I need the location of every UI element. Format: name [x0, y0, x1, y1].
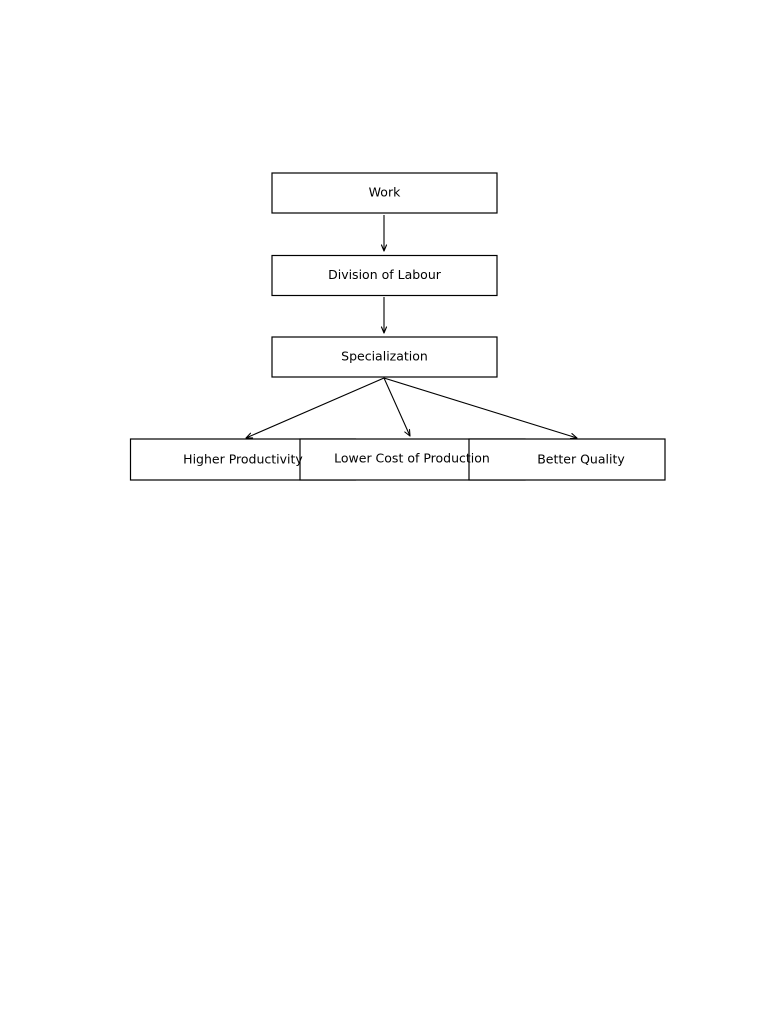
edge-specialization-to-quality [383, 377, 578, 439]
arrowhead-division [380, 244, 388, 252]
arrowhead-cost [404, 428, 411, 437]
node-lower-cost-of-production-label: Lower Cost of Production [334, 451, 490, 466]
node-specialization: Specialization [271, 336, 498, 378]
diagram-edges [245, 215, 578, 440]
arrowhead-specialization [380, 326, 388, 334]
node-better-quality [468, 438, 666, 481]
node-specialization-label: Specialization [341, 349, 428, 364]
arrowhead-productivity [245, 432, 254, 439]
node-division-of-labour-label: Division of Labour [328, 267, 442, 282]
node-work-label: Work [369, 185, 401, 200]
node-work: Work [271, 172, 498, 214]
node-division-of-labour: Division of Labour [271, 254, 498, 297]
node-better-quality-label: Better Quality [537, 452, 625, 467]
edge-specialization-to-cost [383, 377, 411, 437]
edge-specialization-to-productivity [245, 377, 385, 439]
arrowhead-quality [569, 433, 578, 440]
node-higher-productivity-label: Higher Productivity [183, 452, 303, 467]
